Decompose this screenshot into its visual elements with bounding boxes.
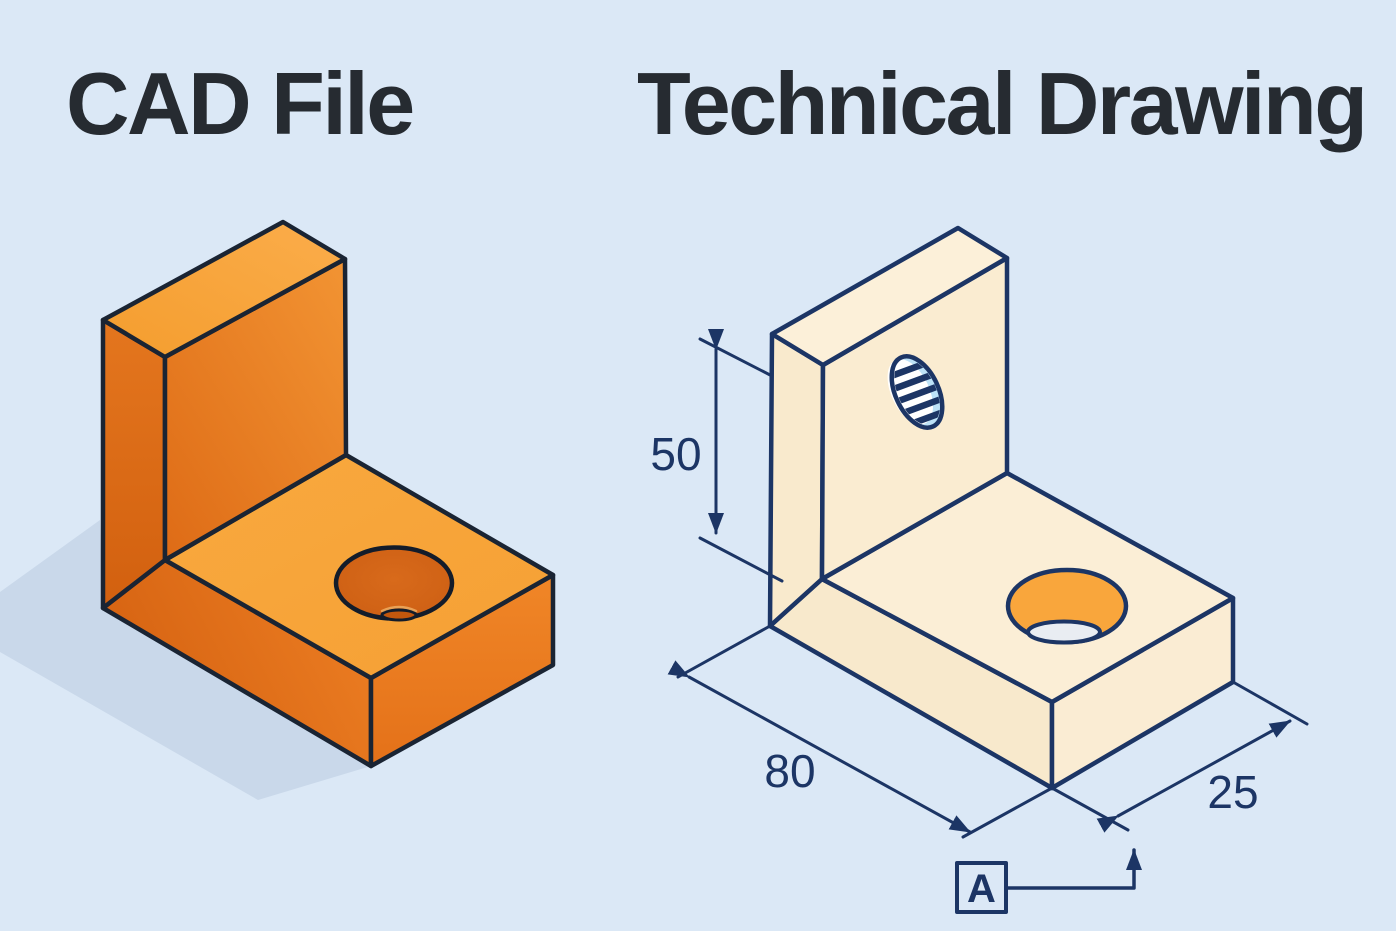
cad-shadow [0,520,371,800]
dimension-width-label: 25 [1207,766,1258,818]
dimension-line [667,660,972,834]
technical-drawing: 50 80 25 A [650,225,1309,914]
drawing-wall-side-face [767,331,826,629]
cad-wall-side-face [100,317,168,611]
extension-line [961,786,1054,839]
datum-callout: A [955,848,1142,914]
dimension-width-25 [1050,680,1309,833]
dimension-length-80 [667,624,1054,839]
cad-counterbore-hole [333,545,455,622]
datum-label: A [967,867,996,911]
dimension-line [1096,719,1292,833]
extension-line [698,536,784,583]
dimension-length-label: 80 [764,745,815,797]
technical-drawing-title: Technical Drawing [637,54,1368,153]
drawing-threaded-hole [884,354,950,430]
cad-wall-top-face [100,219,348,360]
extension-line [698,337,774,378]
extension-line [676,624,772,679]
drawing-counterbore-hole [1005,567,1129,645]
dimension-height-50 [698,329,784,583]
cad-file-title: CAD File [66,54,415,153]
extension-line [1231,680,1309,726]
datum-box [955,861,1008,914]
cad-model [0,219,556,800]
extension-line [1050,786,1130,832]
dimension-height-label: 50 [650,428,701,480]
drawing-wall-top-face [769,225,1010,368]
